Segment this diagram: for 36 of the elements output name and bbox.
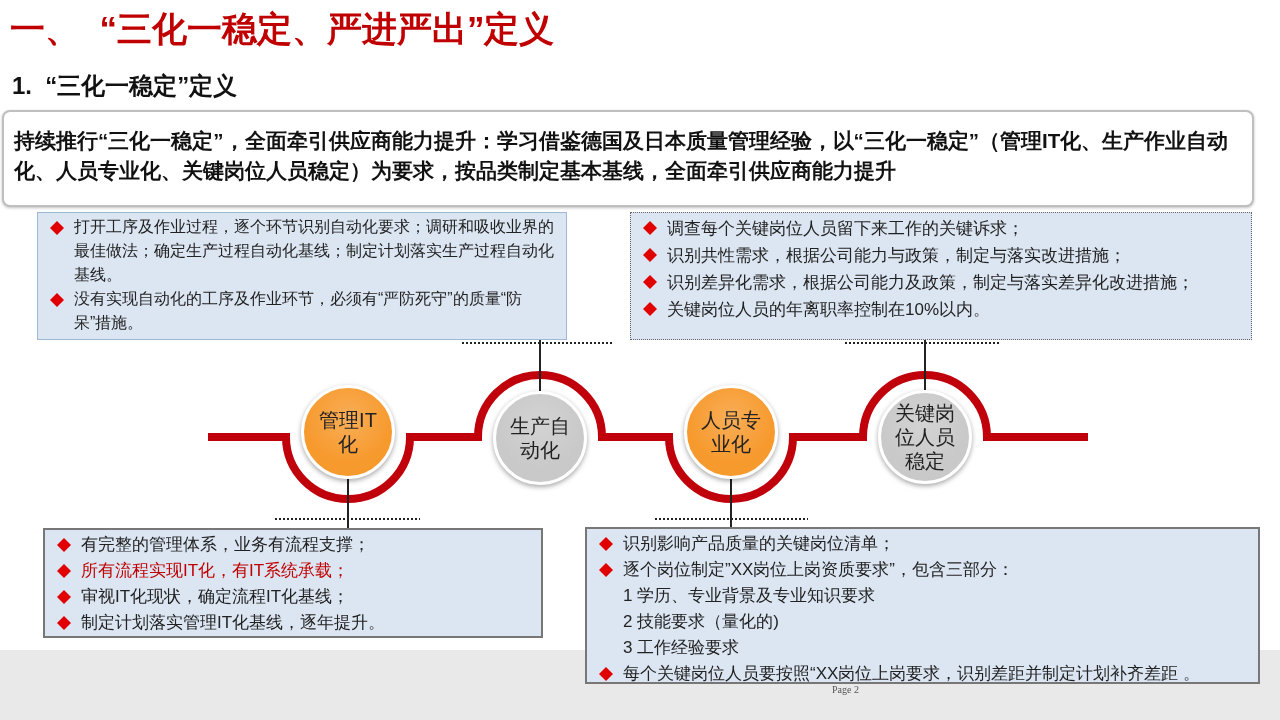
bullet-text: 每个关键岗位人员要按照“XX岗位上岗要求，识别差距并制定计划补齐差距 。 [623,663,1201,685]
circle-node [684,385,778,479]
summary-box [2,110,1254,207]
bullet-text: 制定计划落实管理IT化基线，逐年提升。 [81,612,386,634]
connector-line [347,478,349,529]
circle-node [493,391,587,485]
circle-label: 生产自动化 [509,414,571,462]
bullet-list-box [630,212,1252,340]
numbered-item: 1 学历、专业背景及专业知识要求 [623,585,876,607]
connector-line [730,478,732,528]
summary-text: 持续推行“三化一稳定”，全面牵引供应商能力提升：学习借鉴德国及日本质量管理经验，以“三化一稳定”（管理IT化、生产作业自动化、人员专业化、关键岗位人员稳定）为要求，按品类制定基本基线，全面牵引供应商能力提升 [14,128,1230,184]
numbered-item: 2 技能要求（量化的) [623,611,779,633]
bullet-text: 调查每个关键岗位人员留下来工作的关键诉求； [667,218,1024,240]
bullet-text: 关键岗位人员的年离职率控制在10%以内。 [667,299,991,321]
numbered-item: 3 工作经验要求 [623,637,740,659]
bullet-text: 有完整的管理体系，业务有流程支撑； [81,534,370,556]
bullet-text: 打开工序及作业过程，逐个环节识别自动化要求；调研和吸收业界的最佳做法；确定生产过程自动化基线；制定计划落实生产过程自动化基线。 [74,217,555,285]
bullet-text: 识别差异化需求，根据公司能力及政策，制定与落实差异化改进措施； [667,272,1194,294]
slide-title: 一、 “三化一稳定、严进严出”定义 [10,8,555,50]
connector-line [924,339,926,391]
bullet-text: 识别共性需求，根据公司能力与政策，制定与落实改进措施； [667,245,1126,267]
bullet-text: 识别影响产品质量的关键岗位清单； [623,533,895,555]
bullet-list-box [585,527,1260,684]
circle-label: 人员专业化 [700,408,762,456]
bullet-text: 所有流程实现IT化，有IT系统承载； [81,560,350,582]
circle-label: 管理IT化 [318,408,378,456]
circle-node [878,390,972,484]
connector-line [539,339,541,392]
section-heading: 1. “三化一稳定”定义 [12,71,238,101]
bullet-text: 逐个岗位制定”XX岗位上岗资质要求”，包含三部分： [623,559,1014,581]
circle-node [301,385,395,479]
bullet-list-box [37,212,567,340]
bullet-list-box [43,528,543,638]
bullet-text: 审视IT化现状，确定流程IT化基线； [81,586,350,608]
circle-label: 关键岗位人员稳定 [894,401,956,473]
bullet-text: 没有实现自动化的工序及作业环节，必须有“严防死守”的质量“防呆”措施。 [74,289,523,333]
